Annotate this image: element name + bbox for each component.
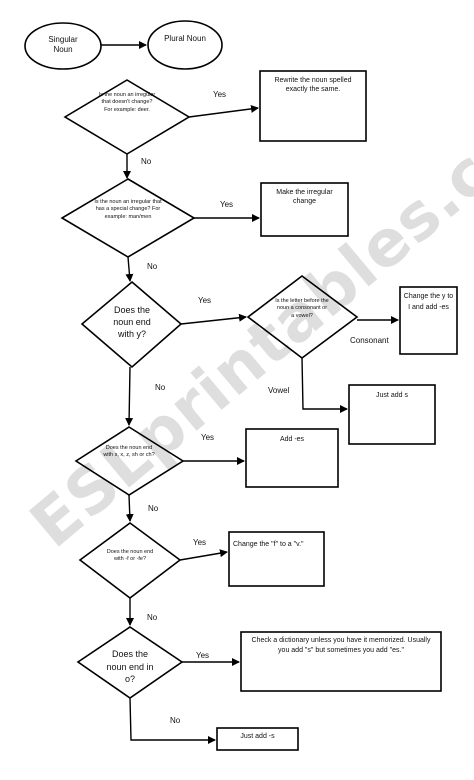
start-oval	[24, 22, 102, 70]
connector-q2-no	[125, 256, 134, 282]
edge-label-q1-no: No	[141, 157, 152, 166]
edge-label-consonant: Consonant	[350, 336, 389, 345]
result-7: Just add -s	[240, 733, 275, 740]
edge-label-q2-yes: Yes	[220, 200, 234, 209]
connector-q5-yes	[179, 549, 228, 561]
connector-q4-no	[125, 494, 134, 522]
edge-label-q4-no: No	[148, 504, 159, 513]
question-4: Does the noun end with s, x, z, sh or ch…	[103, 445, 155, 459]
question-6: Does the noun end in o?	[106, 649, 154, 685]
end-label: Plural Noun	[164, 34, 206, 43]
edge-label-q6-yes: Yes	[196, 651, 210, 660]
edge-label-q5-yes: Yes	[193, 538, 207, 547]
result-3v: Just add s	[376, 392, 408, 399]
result-box-1	[259, 70, 367, 142]
connector-q6-no	[129, 697, 216, 744]
result-5: Change the "f" to a "v."	[233, 541, 304, 548]
connector-q1-yes	[188, 104, 259, 118]
connector-q3-yes	[180, 313, 247, 325]
edge-label-q3-no: No	[155, 383, 166, 392]
result-6: Check a dictionary unless you have it me…	[251, 637, 431, 655]
edge-label-q6-no: No	[170, 716, 181, 725]
result-1: Rewrite the noun spelled exactly the sam…	[274, 77, 352, 93]
question-2: Is the noun an irregular that has a spec…	[94, 199, 162, 220]
edge-label-vowel: Vowel	[268, 386, 290, 395]
result-3c: Change the y to I and add -es	[403, 293, 454, 311]
result-box-6	[240, 631, 442, 692]
question-1: Is the noun an irregular that doesn't ch…	[98, 92, 156, 113]
result-box-3v	[348, 384, 436, 445]
edge-label-q5-no: No	[147, 613, 158, 622]
result-2: Make the irregular change	[276, 189, 333, 205]
result-box-3c	[399, 286, 458, 355]
result-box-4	[245, 428, 339, 488]
edge-label-q4-yes: Yes	[201, 433, 215, 442]
end-oval	[147, 20, 223, 70]
result-box-5	[228, 531, 325, 587]
edge-label-q2-no: No	[147, 262, 158, 271]
decision-diamond-2	[60, 178, 196, 258]
connector-q3b-vowel	[301, 357, 348, 413]
result-box-7	[216, 727, 299, 751]
question-3b: Is the letter before the noun a consonan…	[275, 298, 329, 319]
question-5: Does the noun end with -f or -fe?	[106, 549, 154, 563]
question-3: Does the noun end with y?	[113, 305, 151, 340]
decision-diamond-3	[80, 280, 183, 369]
start-label: Singular Noun	[48, 35, 78, 54]
result-box-2	[260, 182, 349, 237]
decision-diamond-4	[74, 426, 185, 496]
connector-q3-no	[125, 366, 134, 426]
result-4: Add -es	[279, 436, 305, 443]
edge-label-q3-yes: Yes	[198, 296, 212, 305]
edge-label-q1-yes: Yes	[213, 90, 227, 99]
